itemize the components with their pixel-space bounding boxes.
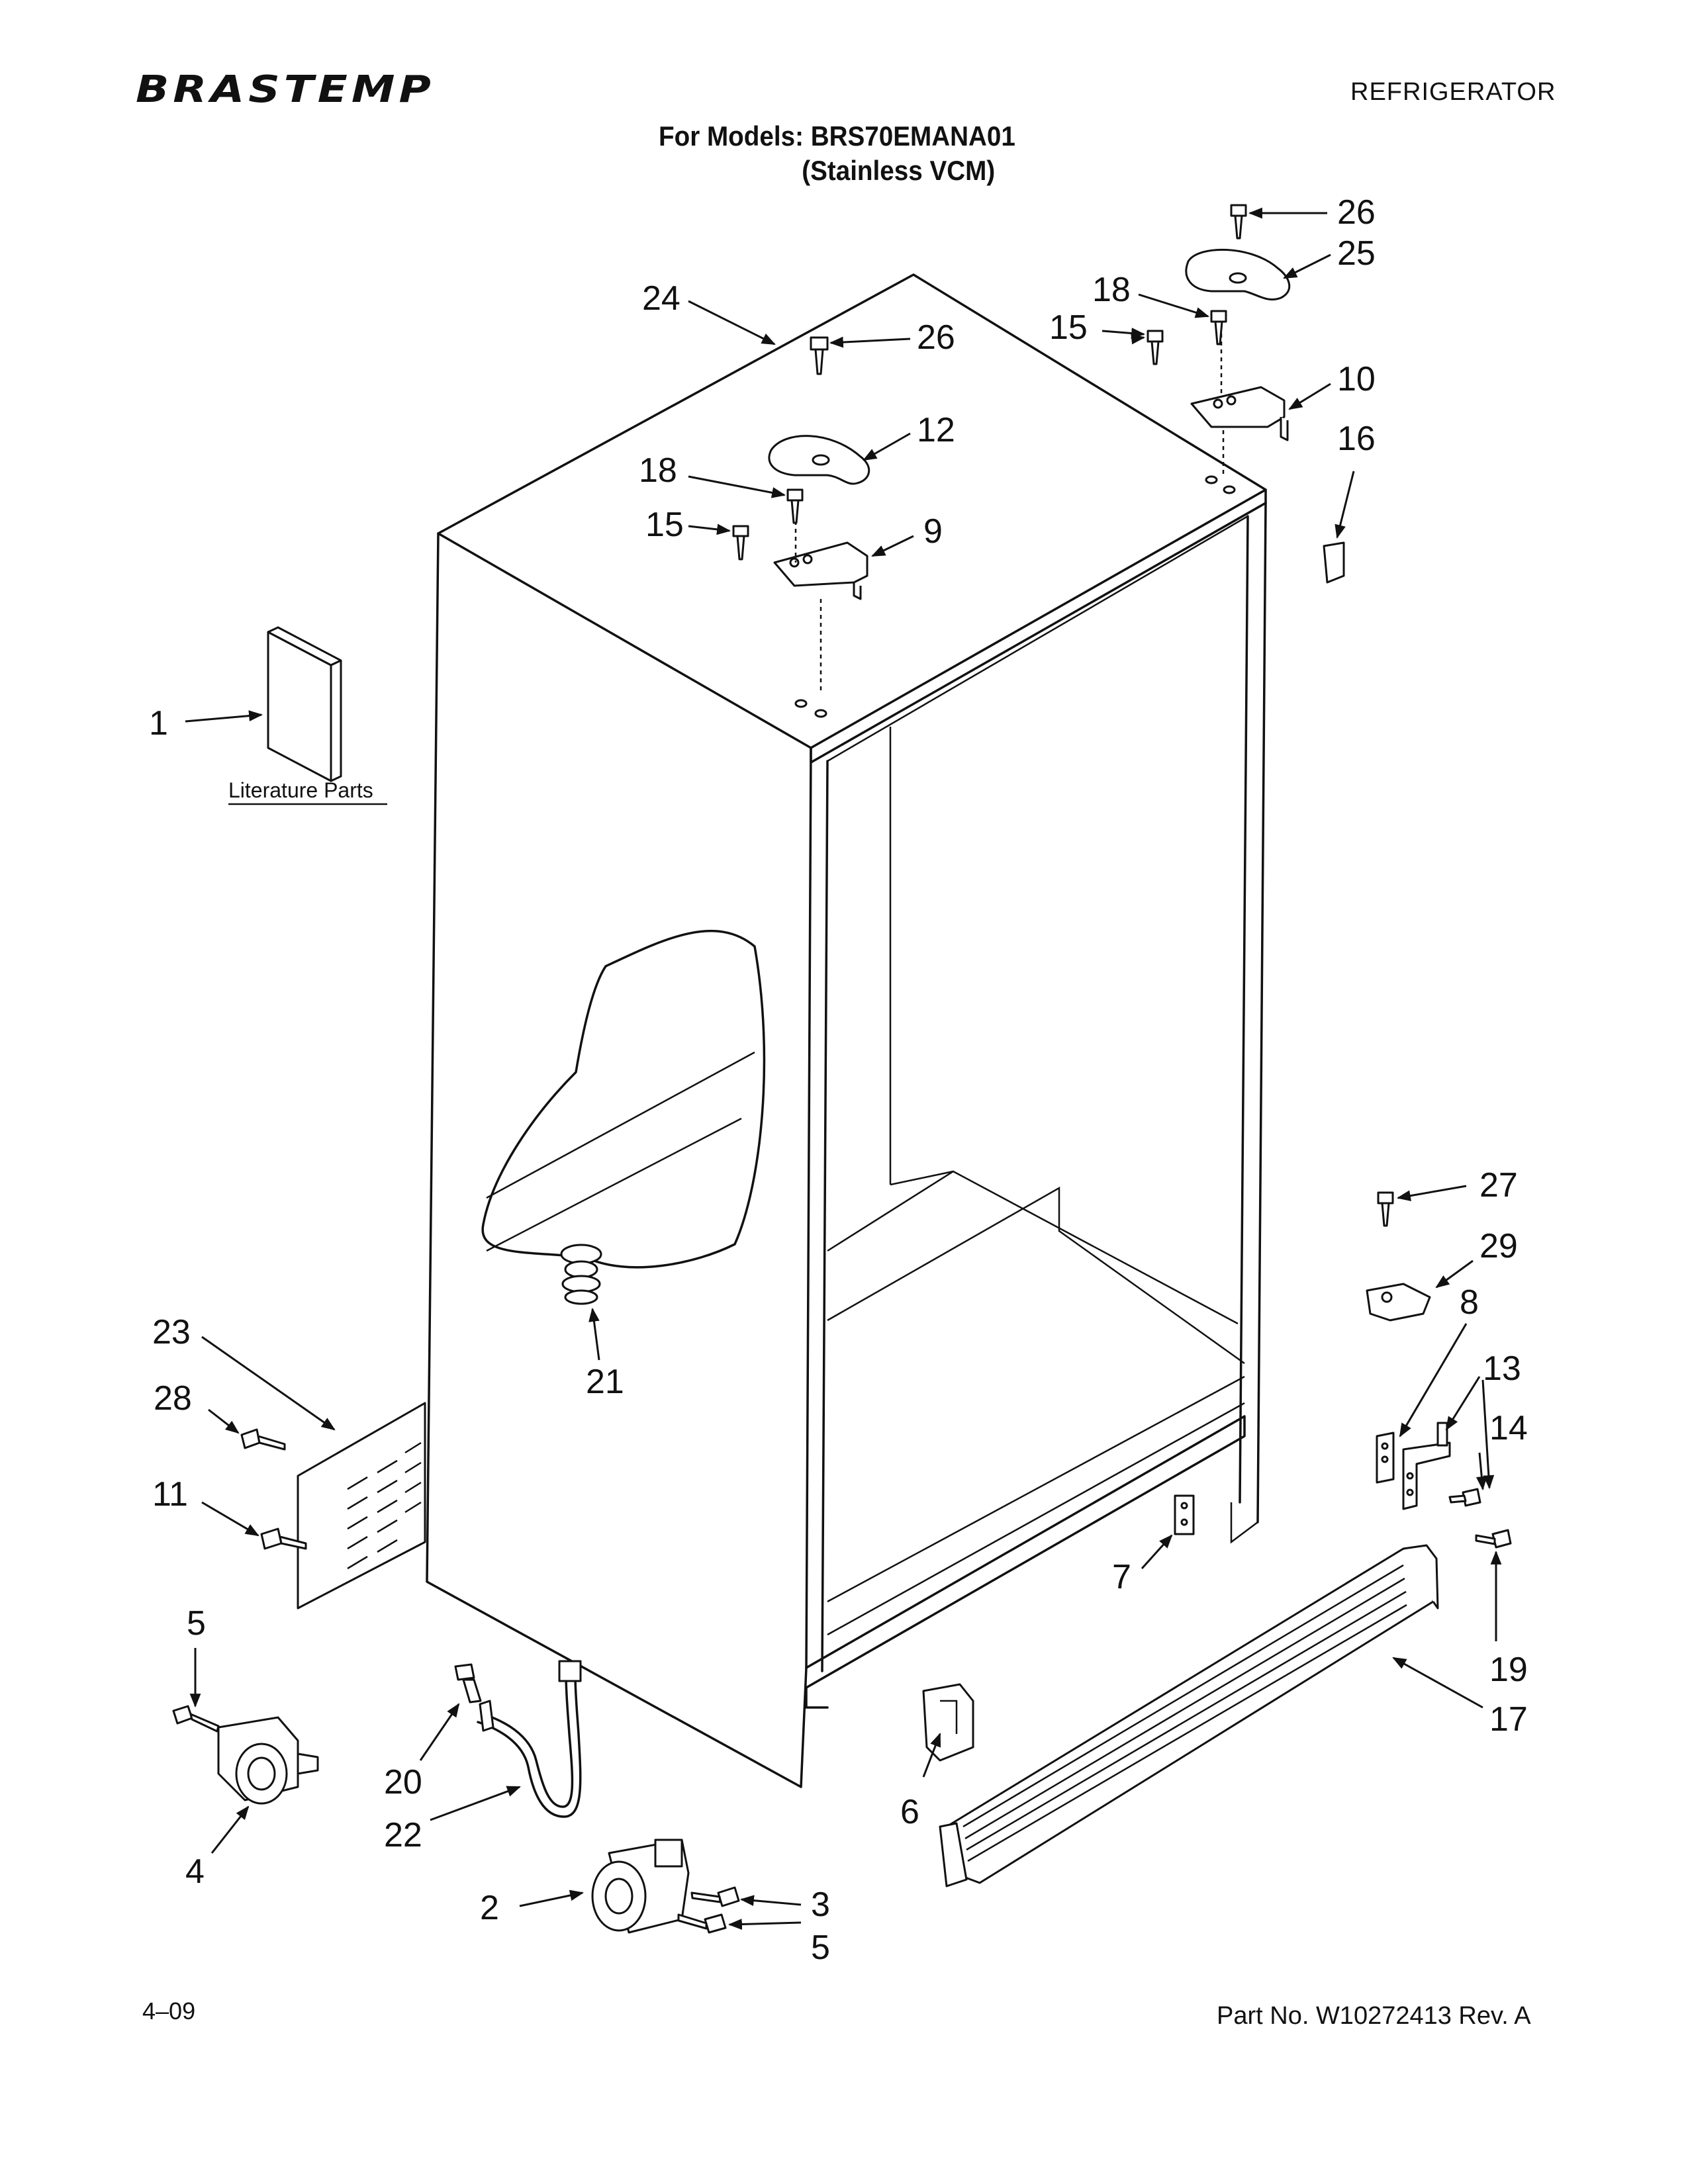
bracket-6 xyxy=(922,1683,974,1762)
literature-parts-icon xyxy=(228,626,387,805)
model-line-1: For Models: BRS70EMANA01 xyxy=(659,120,1015,152)
callout-18b: 18 xyxy=(1092,271,1131,309)
callout-17: 17 xyxy=(1489,1700,1528,1739)
screw-18-right xyxy=(1210,310,1227,345)
hole-right-b xyxy=(1223,485,1236,494)
top-hinge-right xyxy=(1185,248,1291,477)
brand-logo: BRASTEMP xyxy=(136,68,435,111)
callout-24: 24 xyxy=(642,279,680,318)
hole-left-b xyxy=(814,709,827,718)
callout-26a: 26 xyxy=(1337,193,1376,232)
rear-panel-23 xyxy=(297,1402,426,1610)
callout-20: 20 xyxy=(384,1763,422,1801)
callout-1: 1 xyxy=(149,704,168,743)
screw-26-left xyxy=(810,336,829,375)
hole-right-a xyxy=(1205,475,1218,484)
screw-18-left xyxy=(786,488,804,524)
callout-27: 27 xyxy=(1479,1166,1518,1205)
document-type: REFRIGERATOR xyxy=(1350,78,1556,106)
callout-5a: 5 xyxy=(187,1604,206,1643)
cabinet-body xyxy=(426,273,1267,1788)
callout-25: 25 xyxy=(1337,234,1376,273)
callout-16: 16 xyxy=(1337,420,1376,458)
callout-18a: 18 xyxy=(639,451,677,490)
cam-29 xyxy=(1366,1283,1431,1322)
screw-27 xyxy=(1377,1191,1394,1227)
screw-28 xyxy=(240,1428,286,1451)
callout-4: 4 xyxy=(185,1852,205,1891)
callout-13: 13 xyxy=(1483,1349,1521,1388)
hinge-13 xyxy=(1402,1422,1451,1510)
callout-28: 28 xyxy=(154,1379,192,1418)
footer-part-number: Part No. W10272413 Rev. A xyxy=(1217,2002,1531,2030)
callout-10: 10 xyxy=(1337,360,1376,398)
plug-21 xyxy=(560,1244,602,1305)
callout-9: 9 xyxy=(923,512,943,551)
roller-4 xyxy=(217,1716,319,1805)
top-hinge-left xyxy=(768,435,870,692)
callout-7: 7 xyxy=(1112,1558,1131,1596)
callout-6: 6 xyxy=(900,1793,919,1831)
callout-19: 19 xyxy=(1489,1651,1528,1689)
tube-16 xyxy=(1323,541,1345,584)
model-heading: For Models: BRS70EMANA01 (Stainless VCM) xyxy=(659,119,1015,188)
screw-11 xyxy=(260,1527,307,1550)
callout-21: 21 xyxy=(586,1363,624,1401)
model-line-2: (Stainless VCM) xyxy=(802,155,996,186)
callout-22: 22 xyxy=(384,1816,422,1854)
callout-14: 14 xyxy=(1489,1409,1528,1447)
footer-date: 4–09 xyxy=(142,1997,196,2025)
callout-29: 29 xyxy=(1479,1227,1518,1265)
screw-19 xyxy=(1475,1529,1512,1549)
roller-2 xyxy=(591,1839,690,1934)
hole-left-a xyxy=(794,699,808,708)
callout-labels: 1 2 3 4 5 5 6 7 8 9 10 11 12 13 14 15 15… xyxy=(149,193,1528,1967)
fitting-20 xyxy=(454,1663,482,1704)
hinge-plate-8 xyxy=(1376,1432,1395,1484)
screw-15-right xyxy=(1147,330,1164,365)
callout-15b: 15 xyxy=(1049,308,1088,347)
screw-5-left xyxy=(172,1705,220,1733)
screw-3 xyxy=(690,1886,740,1907)
callout-26b: 26 xyxy=(917,318,955,357)
callout-3: 3 xyxy=(811,1886,830,1924)
toe-grille-17 xyxy=(939,1544,1439,1888)
callout-2: 2 xyxy=(480,1889,499,1927)
callout-23: 23 xyxy=(152,1313,191,1351)
bracket-7 xyxy=(1174,1494,1195,1535)
callout-15a: 15 xyxy=(645,506,684,544)
screw-15-left xyxy=(732,525,749,561)
screw-26-right xyxy=(1230,204,1247,240)
callout-12: 12 xyxy=(917,411,955,449)
callout-5b: 5 xyxy=(811,1929,830,1967)
callout-8: 8 xyxy=(1460,1283,1479,1322)
callout-11: 11 xyxy=(152,1475,188,1514)
screw-5-front xyxy=(677,1913,727,1934)
tube-22 xyxy=(477,1660,582,1818)
screw-14 xyxy=(1448,1488,1481,1507)
literature-parts-label: Literature Parts xyxy=(228,778,373,802)
